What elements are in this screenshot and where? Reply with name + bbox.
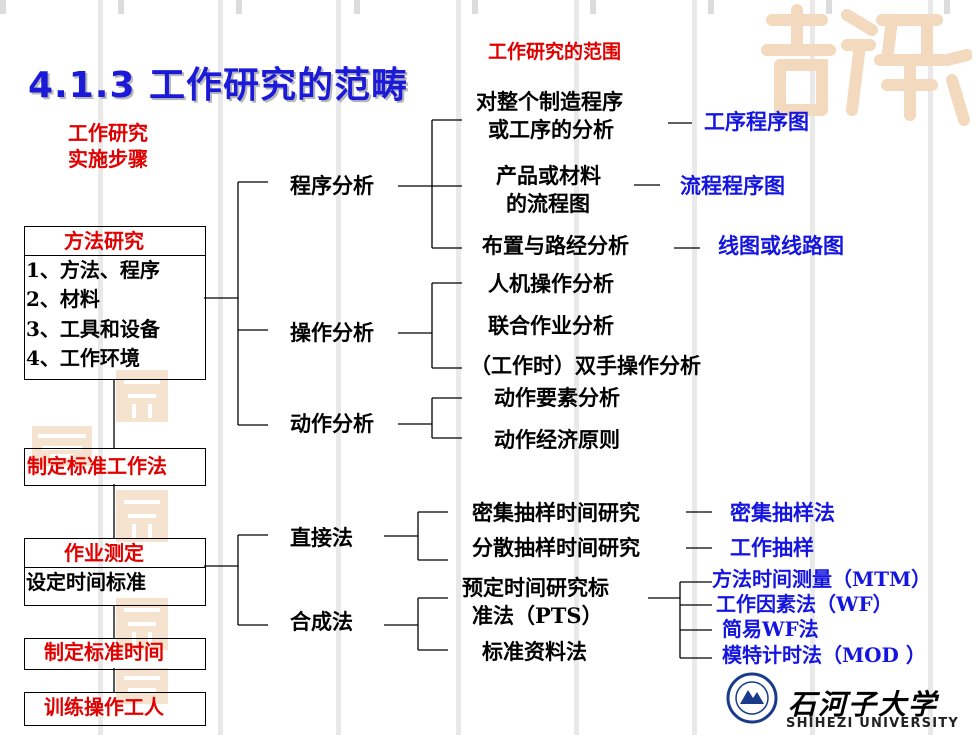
scope-label: 工作研究的范围: [488, 41, 622, 63]
operation-item: 联合作业分析: [488, 313, 614, 338]
page-title: 4.1.3 工作研究的范畴: [28, 65, 409, 106]
pts-method: 工作因素法（WF）: [716, 592, 893, 616]
process-tool: 流程程序图: [680, 173, 785, 198]
process-item-line: 产品或材料: [496, 163, 601, 188]
process-tool: 工序程序图: [704, 109, 809, 134]
motion-analysis-label: 动作分析: [290, 411, 374, 436]
process-item-line: 的流程图: [506, 191, 590, 216]
motion-item: 动作要素分析: [494, 385, 620, 410]
process-tool: 线图或线路图: [718, 233, 844, 258]
decorative-seal-icon: [116, 370, 168, 422]
direct-item: 密集抽样时间研究: [472, 500, 640, 525]
operation-analysis-label: 操作分析: [290, 320, 374, 345]
process-item-line: 或工序的分析: [488, 117, 614, 142]
grid-line: [98, 0, 103, 735]
decorative-seal-icon: [116, 598, 168, 650]
method-study-title: 方法研究: [64, 229, 144, 253]
grid-line: [336, 0, 341, 735]
direct-item: 分散抽样时间研究: [472, 535, 640, 560]
operation-item: （工作时）双手操作分析: [470, 353, 701, 378]
train-workers-label: 训练操作工人: [44, 695, 164, 719]
university-name-cn: 石河子大学: [788, 688, 939, 721]
synthetic-item-line: 准法（PTS）: [472, 603, 603, 628]
set-standard-method-label: 制定标准工作法: [27, 454, 167, 478]
set-standard-time-label: 制定标准时间: [44, 640, 164, 664]
synthetic-method-label: 合成法: [290, 609, 353, 634]
process-analysis-label: 程序分析: [290, 173, 374, 198]
grid-line: [218, 0, 223, 735]
work-measurement-header: [24, 538, 206, 568]
work-measurement-subtitle: 设定时间标准: [26, 570, 146, 594]
set-standard-time-box: [24, 638, 206, 670]
synthetic-item: 标准资料法: [482, 639, 587, 664]
grid-line: [574, 0, 579, 735]
decorative-seal-icon: [761, 4, 972, 126]
grid-line: [810, 0, 815, 735]
university-name-en: SHIHEZI UNIVERSITY: [786, 716, 959, 731]
method-study-header: [24, 226, 206, 256]
method-study-item: 2、材料: [26, 287, 100, 311]
motion-item: 动作经济原则: [494, 427, 620, 452]
grid-line: [928, 0, 933, 735]
direct-tool: 工作抽样: [730, 535, 814, 560]
process-item-line: 对整个制造程序: [476, 89, 623, 114]
method-study-item: 3、工具和设备: [26, 317, 160, 341]
operation-item: 人机操作分析: [488, 271, 614, 296]
steps-label-line1: 工作研究: [68, 121, 148, 145]
train-workers-box: [24, 692, 206, 726]
synthetic-item-line: 预定时间研究标: [462, 575, 609, 600]
pts-method: 模特计时法（MOD ）: [722, 643, 926, 667]
university-emblem-icon: [726, 672, 778, 724]
pts-method: 简易WF法: [722, 617, 819, 641]
work-measurement-title: 作业测定: [64, 541, 144, 565]
top-dash-row: [0, 0, 980, 14]
pts-method: 方法时间测量（MTM）: [712, 567, 932, 591]
direct-method-label: 直接法: [290, 525, 353, 550]
grid-line: [692, 0, 697, 735]
method-study-item: 4、工作环境: [26, 346, 140, 370]
steps-label-line2: 实施步骤: [68, 147, 148, 171]
method-study-item: 1、方法、程序: [26, 258, 160, 282]
process-item-line: 布置与路经分析: [482, 233, 629, 258]
set-standard-method-box: [24, 448, 206, 486]
direct-tool: 密集抽样法: [730, 500, 835, 525]
decorative-seal-icon: [116, 490, 168, 542]
decorative-seal-icon: [116, 668, 168, 704]
